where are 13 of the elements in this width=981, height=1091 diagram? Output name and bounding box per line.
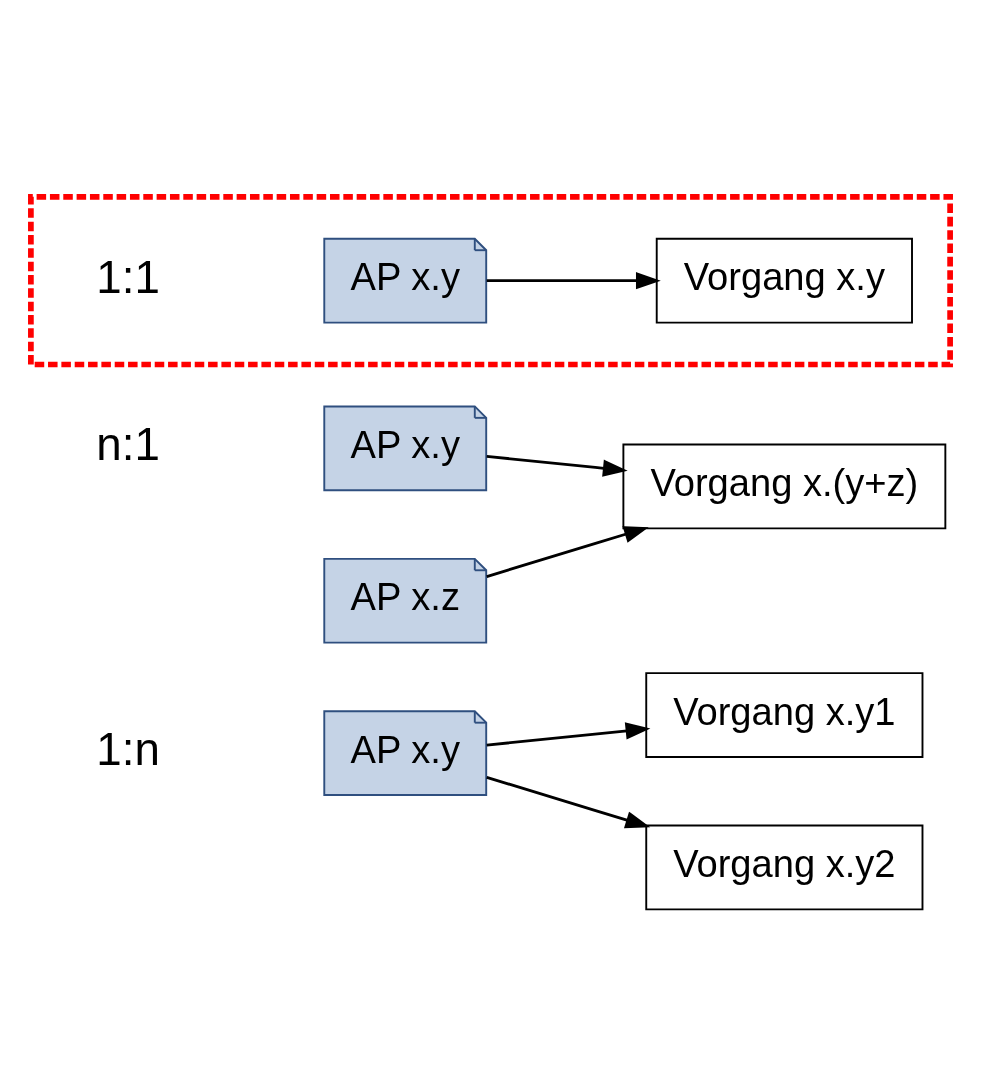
arrow (486, 776, 651, 829)
arrow (486, 455, 628, 477)
cluster (28, 194, 953, 368)
label: n:1 (96, 419, 160, 471)
label: 1:n (96, 723, 160, 775)
arrow (486, 722, 651, 747)
arrow (486, 526, 649, 578)
node-box: Vorgang x.y (655, 237, 913, 324)
node-box: Vorgang x.y1 (645, 672, 924, 758)
node-box: Vorgang x.y2 (645, 824, 924, 911)
label: 1:1 (96, 251, 160, 303)
node-box: Vorgang x.(y+z) (622, 443, 947, 530)
arrow (486, 272, 661, 290)
